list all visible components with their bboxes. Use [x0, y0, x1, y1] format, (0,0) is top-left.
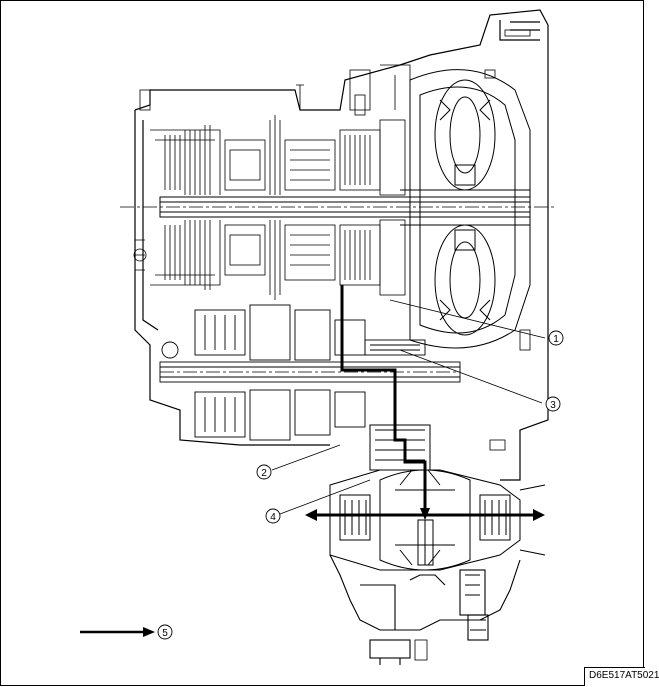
figure-code: D6E517AT5021	[589, 670, 659, 681]
callout-3-label: 3	[550, 400, 556, 411]
leader-lines	[271, 299, 546, 515]
clutch-packs-upper	[150, 64, 411, 196]
diagram-frame: 1 3 2 4 5	[0, 0, 644, 686]
callout-4-circle	[265, 508, 281, 524]
clutch-packs-lower	[133, 219, 406, 300]
callout-5-circle	[157, 624, 173, 640]
callout-1-circle	[548, 330, 564, 346]
output-axle-arrow	[305, 509, 545, 521]
power-flow-path	[340, 285, 427, 510]
callout-3-circle	[545, 396, 561, 412]
callout-4-label: 4	[270, 512, 276, 523]
transaxle-cross-section: 1 3 2 4 5	[0, 0, 644, 686]
callout-2-circle	[256, 464, 272, 480]
transmission-case	[134, 9, 549, 481]
callout-5-label: 5	[162, 628, 168, 639]
bolts	[139, 29, 531, 661]
main-shaft	[159, 196, 531, 218]
lower-housing	[329, 484, 546, 665]
figure-code-box	[584, 667, 645, 686]
torque-converter	[400, 69, 531, 349]
differential	[329, 424, 521, 571]
countershaft-assembly	[159, 304, 461, 441]
callout-1-label: 1	[553, 334, 559, 345]
callout-2-label: 2	[261, 468, 267, 479]
legend-arrow	[80, 627, 155, 637]
border	[0, 0, 644, 686]
